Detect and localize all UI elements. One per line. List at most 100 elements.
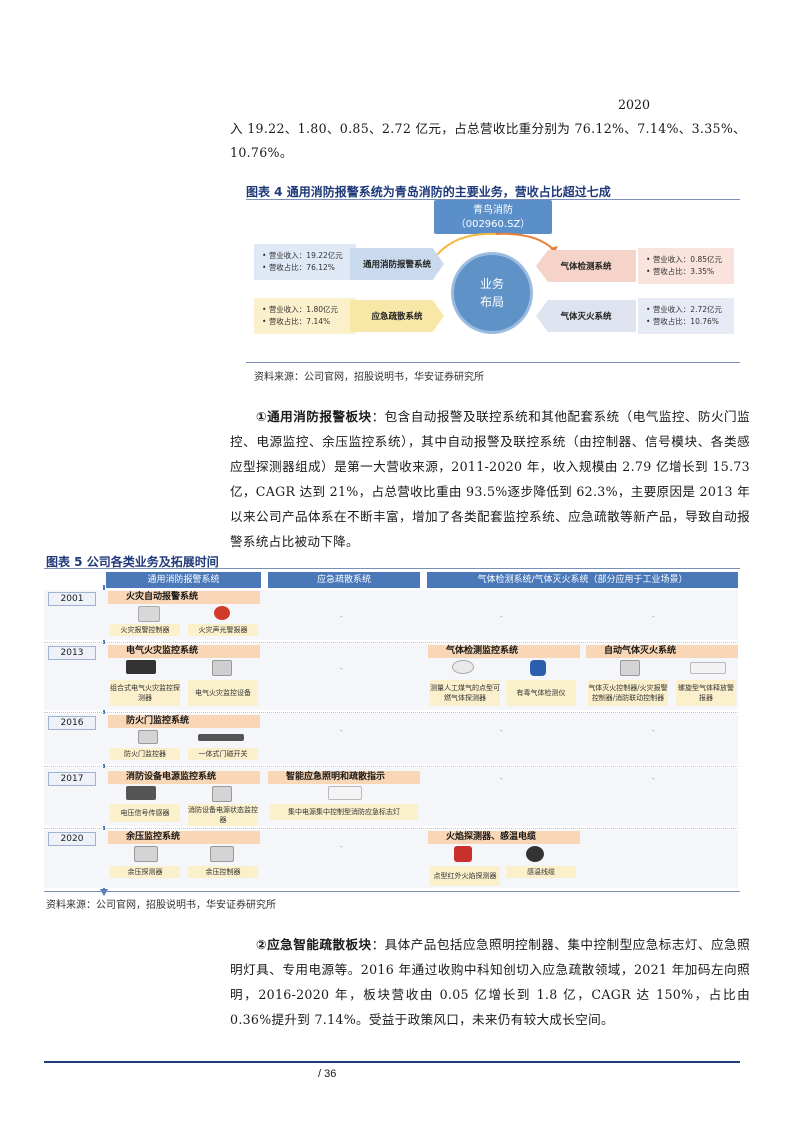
item-release-alarm: 螺旋型气体释放警报器 xyxy=(676,680,736,706)
category-gas-detection: 气体检测监控系统 xyxy=(428,645,580,658)
item-extinguish-controller: 气体灭火控制器/火灾报警控制器/消防联动控制器 xyxy=(588,680,668,706)
hub-text-1: 业务 xyxy=(479,277,504,291)
header-gas: 气体检测系统/气体灭火系统（部分应用于工业场景） xyxy=(427,572,738,588)
divider-2 xyxy=(44,712,738,713)
product-image-pressure-controller xyxy=(210,846,234,862)
year-2017: 2017 xyxy=(48,772,96,786)
item-power-status-monitor: 消防设备电源状态监控器 xyxy=(188,804,258,826)
item-combined-detector: 组合式电气火灾监控探测器 xyxy=(110,680,180,706)
category-smart-evac: 智能应急照明和疏散指示 xyxy=(268,771,420,784)
product-image-door-monitor xyxy=(138,730,158,744)
dash-2017-gas-a: - xyxy=(500,774,503,783)
divider-3 xyxy=(44,766,738,767)
product-image-heat-cable xyxy=(526,846,544,862)
product-image-power-monitor xyxy=(212,786,232,802)
item-flame-detector: 点型红外火焰探测器 xyxy=(430,866,500,886)
item-pressure-detector: 余压探测器 xyxy=(110,866,180,878)
product-image-exit-sign xyxy=(328,786,362,800)
item-heat-cable: 感温线缆 xyxy=(506,866,576,878)
segment-evac: 应急疏散系统 xyxy=(350,300,444,332)
gas-extinguish-share: 营收占比：10.76% xyxy=(646,316,734,328)
year-2013: 2013 xyxy=(48,646,96,660)
category-fire-alarm: 火灾自动报警系统 xyxy=(108,591,260,604)
product-image-door-switch xyxy=(198,734,244,741)
item-voltage-sensor: 电压信号传感器 xyxy=(110,804,180,822)
company-name: 青鸟消防 xyxy=(473,205,513,216)
product-image-flame-detector xyxy=(454,846,472,862)
category-electrical-fire: 电气火灾监控系统 xyxy=(108,645,260,658)
segment-evac-label: 应急疏散系统 xyxy=(371,312,423,322)
item-fire-sound-light-alarm: 火灾声光警报器 xyxy=(188,624,258,636)
product-image-release-alarm xyxy=(690,662,726,674)
year-2020: 2020 xyxy=(48,832,96,846)
category-fire-door: 防火门监控系统 xyxy=(108,715,260,728)
paragraph-alarm-body: ：包含自动报警及联控系统和其他配套系统（电气监控、防火门监控、电源监控、余压监控… xyxy=(230,409,750,549)
item-exit-sign-lamp: 集中电源集中控制型消防应急标志灯 xyxy=(270,804,418,820)
stat-box-gas-detect: 营业收入：0.85亿元 营收占比：3.35% xyxy=(638,248,734,284)
fig5-source: 资料来源：公司官网，招股说明书，华安证券研究所 xyxy=(46,900,276,911)
year-2001: 2001 xyxy=(48,592,96,606)
item-point-gas-detector: 测量人工煤气的点型可燃气体探测器 xyxy=(430,680,500,706)
hub-text-2: 布局 xyxy=(479,295,504,309)
product-image-toxic-gas xyxy=(530,660,546,676)
business-hub-circle: 业务 布局 xyxy=(451,252,533,334)
top-paragraph-line2: 10.76%。 xyxy=(230,145,293,160)
dash-2016-evac: - xyxy=(340,726,343,735)
dash-2016-gas-b: - xyxy=(652,726,655,735)
divider-1 xyxy=(44,642,738,643)
evac-revenue: 营业收入：1.80亿元 xyxy=(262,304,356,316)
alarm-revenue: 营业收入：19.22亿元 xyxy=(262,250,356,262)
page-number: / 36 xyxy=(318,1068,337,1080)
product-image-pressure-detector xyxy=(134,846,158,862)
fig5-title: 图表 5 公司各类业务及拓展时间 xyxy=(46,555,219,569)
fig4-source: 资料来源：公司官网，招股说明书，华安证券研究所 xyxy=(254,372,484,383)
item-fire-alarm-controller: 火灾报警控制器 xyxy=(110,624,180,636)
fig4-bottom-rule xyxy=(246,362,740,363)
alarm-share: 营收占比：76.12% xyxy=(262,262,356,274)
product-image-electrical-device xyxy=(212,660,232,676)
dash-2016-gas-a: - xyxy=(500,726,503,735)
paragraph-alarm-heading: ①通用消防报警板块 xyxy=(256,409,372,424)
gas-extinguish-revenue: 营业收入：2.72亿元 xyxy=(646,304,734,316)
fig4-title: 图表 4 通用消防报警系统为青岛消防的主要业务，营收占比超过七成 xyxy=(246,185,611,199)
company-ticker: （002960.SZ） xyxy=(455,219,531,230)
product-image-gas-detector xyxy=(452,660,474,674)
paragraph-evac-body: ：具体产品包括应急照明控制器、集中控制型应急标志灯、应急照明灯具、专用电源等。2… xyxy=(230,937,750,1027)
segment-gas-extinguish: 气体灭火系统 xyxy=(536,300,636,332)
paragraph-evac-segment: ②应急智能疏散板块：具体产品包括应急照明控制器、集中控制型应急标志灯、应急照明灯… xyxy=(230,932,750,1032)
dash-2013-evac: - xyxy=(340,664,343,673)
dash-2001-gas-a: - xyxy=(500,612,503,621)
dash-2001-evac: - xyxy=(340,612,343,621)
item-toxic-gas-detector: 有毒气体检测仪 xyxy=(506,680,576,706)
product-image-alarm xyxy=(214,606,230,620)
footer-rule xyxy=(44,1061,740,1063)
product-image-extinguish-controller xyxy=(620,660,640,676)
dash-2001-gas-b: - xyxy=(652,612,655,621)
fig4-top-rule xyxy=(246,199,740,200)
gas-detect-revenue: 营业收入：0.85亿元 xyxy=(646,254,734,266)
stat-box-evac: 营业收入：1.80亿元 营收占比：7.14% xyxy=(254,298,356,334)
product-image-electrical-detector xyxy=(126,660,156,674)
category-auto-gas-extinguish: 自动气体灭火系统 xyxy=(586,645,738,658)
fig4-diagram: 青鸟消防 （002960.SZ） 营业收入：19.22亿元 营收占比：76.12… xyxy=(246,200,740,360)
segment-gas-extinguish-label: 气体灭火系统 xyxy=(560,312,612,322)
category-flame-detector: 火焰探测器、感温电缆 xyxy=(428,831,580,844)
year-fragment: 2020 xyxy=(618,97,651,112)
segment-alarm: 通用消防报警系统 xyxy=(350,248,444,280)
product-image-voltage-sensor xyxy=(126,786,156,800)
company-box: 青鸟消防 （002960.SZ） xyxy=(434,200,552,234)
fig5-top-rule xyxy=(44,568,740,569)
dash-2017-gas-b: - xyxy=(652,774,655,783)
divider-4 xyxy=(44,828,738,829)
segment-gas-detect: 气体检测系统 xyxy=(536,250,636,282)
fig5-bottom-rule xyxy=(44,891,740,892)
evac-share: 营收占比：7.14% xyxy=(262,316,356,328)
item-electrical-monitor: 电气火灾监控设备 xyxy=(188,680,258,706)
header-alarm: 通用消防报警系统 xyxy=(106,572,261,588)
stat-box-gas-extinguish: 营业收入：2.72亿元 营收占比：10.76% xyxy=(638,298,734,334)
item-door-switch: 一体式门磁开关 xyxy=(188,748,258,760)
category-power-monitor: 消防设备电源监控系统 xyxy=(108,771,260,784)
item-pressure-controller: 余压控制器 xyxy=(188,866,258,878)
top-paragraph-line1: 入 19.22、1.80、0.85、2.72 亿元，占总营收比重分别为 76.1… xyxy=(230,121,747,136)
product-image-controller xyxy=(138,606,160,622)
